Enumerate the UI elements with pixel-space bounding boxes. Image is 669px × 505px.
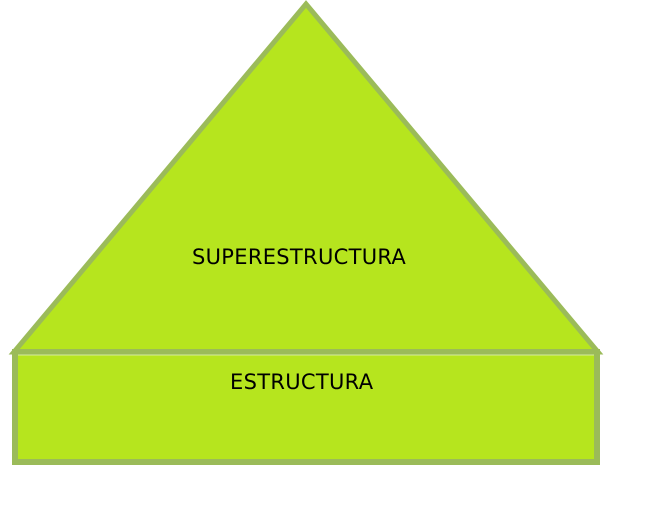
estructura-rectangle — [12, 349, 600, 465]
superestructura-triangle — [8, 0, 604, 355]
superestructura-label: SUPERESTRUCTURA — [192, 245, 407, 269]
estructura-label: ESTRUCTURA — [230, 370, 374, 394]
